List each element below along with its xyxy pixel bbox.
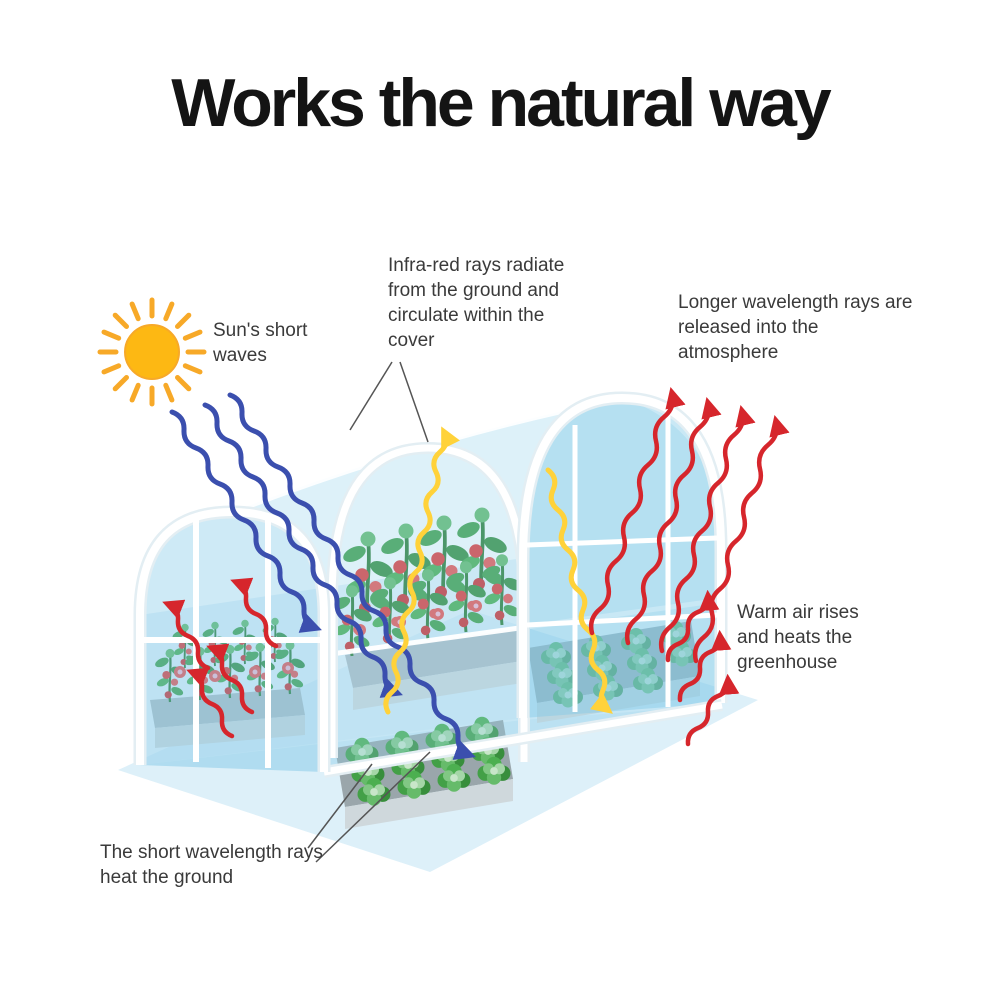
- short-wavelength-label: The short wavelength rays heat the groun…: [100, 842, 323, 889]
- front-arch: [133, 505, 331, 772]
- blue-wavy-arrow-icon: [169, 392, 476, 760]
- longer-wavelength-label: Longer wavelength rays are released into…: [678, 292, 913, 364]
- red-short-arrow-icon: [665, 589, 740, 747]
- sun-short-waves-label: Sun's short waves: [213, 320, 308, 367]
- warm-air-label: Warm air rises and heats the greenhouse: [737, 602, 859, 674]
- right-lettuce-bed: [528, 621, 700, 723]
- red-short-arrow-left-icon: [162, 577, 279, 739]
- leader-lines: [307, 361, 431, 863]
- red-wavy-arrow-icon: [588, 386, 790, 664]
- middle-rib: [326, 442, 530, 762]
- yellow-wavy-arrow-icon: [383, 426, 613, 715]
- side-bottom-edge: [323, 699, 723, 778]
- infrared-rays-label: Infra-red rays radiate from the ground a…: [388, 255, 565, 352]
- sun-icon: [97, 297, 207, 407]
- page-title: Works the natural way: [171, 65, 832, 141]
